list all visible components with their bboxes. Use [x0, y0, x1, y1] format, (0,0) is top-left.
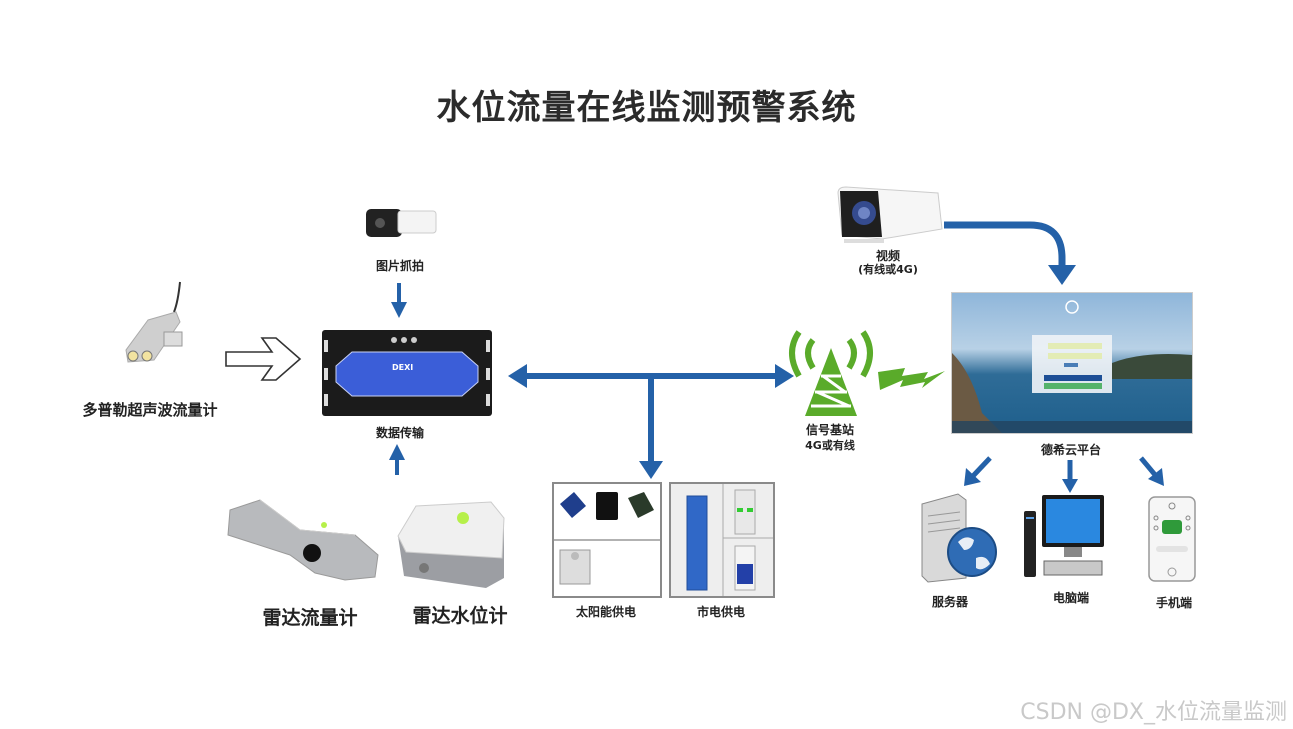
- radar-level-sensor-icon: [397, 501, 505, 588]
- pc-label: 电脑端: [1052, 591, 1089, 605]
- cloud-login-screen-icon: [952, 300, 1192, 433]
- watermark: CSDN @DX_水位流量监测: [1020, 700, 1287, 725]
- server-device: [920, 490, 998, 584]
- wireless-lightning-icon: [878, 368, 945, 390]
- doppler-meter-label: 多普勒超声波流量计: [82, 401, 218, 419]
- solar-power-label: 太阳能供电: [575, 605, 636, 619]
- cloud-platform-screen: [951, 292, 1193, 434]
- server-globe-icon: [921, 493, 997, 583]
- video-camera-label: 视频 (有线或4G): [848, 249, 928, 277]
- cloud-platform-label: 德希云平台: [1040, 443, 1101, 457]
- base-station-label: 信号基站 4G或有线: [790, 423, 870, 453]
- pc-device: [1022, 495, 1106, 581]
- video-camera-icon: [837, 186, 943, 243]
- hollow-arrow-doppler-to-rtu: [225, 337, 302, 381]
- server-label: 服务器: [931, 595, 968, 609]
- rtu-device: DEXI: [322, 330, 492, 416]
- snapshot-camera-device: [366, 205, 438, 241]
- base-station-label-line2: 4G或有线: [805, 439, 855, 452]
- mobile-device: [1148, 496, 1198, 582]
- diagram-title: 水位流量在线监测预警系统: [436, 88, 857, 128]
- ultrasonic-sensor-icon: [125, 281, 183, 363]
- mobile-phone-icon: [1148, 496, 1196, 582]
- arrow-platform-to-server: [971, 456, 992, 478]
- radar-level-meter-label: 雷达水位计: [412, 605, 508, 627]
- desktop-computer-icon: [1024, 495, 1104, 577]
- arrow-platform-to-mobile: [1139, 456, 1158, 478]
- video-camera-label-line2: (有线或4G): [858, 263, 918, 276]
- signal-tower-icon: [789, 330, 873, 416]
- solar-kit-icon: [554, 492, 660, 585]
- rtu-device-icon: [324, 337, 490, 406]
- doppler-meter-device: [118, 281, 198, 372]
- video-camera-label-line1: 视频: [875, 249, 900, 263]
- arrow-video-to-platform: [944, 221, 1066, 268]
- rtu-brand-text: DEXI: [392, 363, 414, 372]
- radar-flow-sensor-icon: [227, 499, 379, 581]
- base-station-label-line1: 信号基站: [805, 423, 854, 437]
- video-camera-device: [837, 185, 946, 245]
- radar-level-meter-device: [396, 498, 508, 588]
- mains-power-panel: [669, 482, 775, 598]
- radar-flow-meter-label: 雷达流量计: [262, 607, 358, 629]
- mobile-label: 手机端: [1155, 596, 1192, 610]
- solar-power-panel: [552, 482, 662, 598]
- radar-flow-meter-device: [220, 495, 380, 585]
- bullet-camera-icon: [366, 209, 437, 237]
- mains-power-kit-icon: [686, 484, 773, 596]
- data-transmission-label: 数据传输: [375, 426, 424, 440]
- snapshot-camera-label: 图片抓拍: [375, 259, 424, 273]
- base-station-device: [785, 330, 877, 418]
- mains-power-label: 市电供电: [696, 605, 745, 619]
